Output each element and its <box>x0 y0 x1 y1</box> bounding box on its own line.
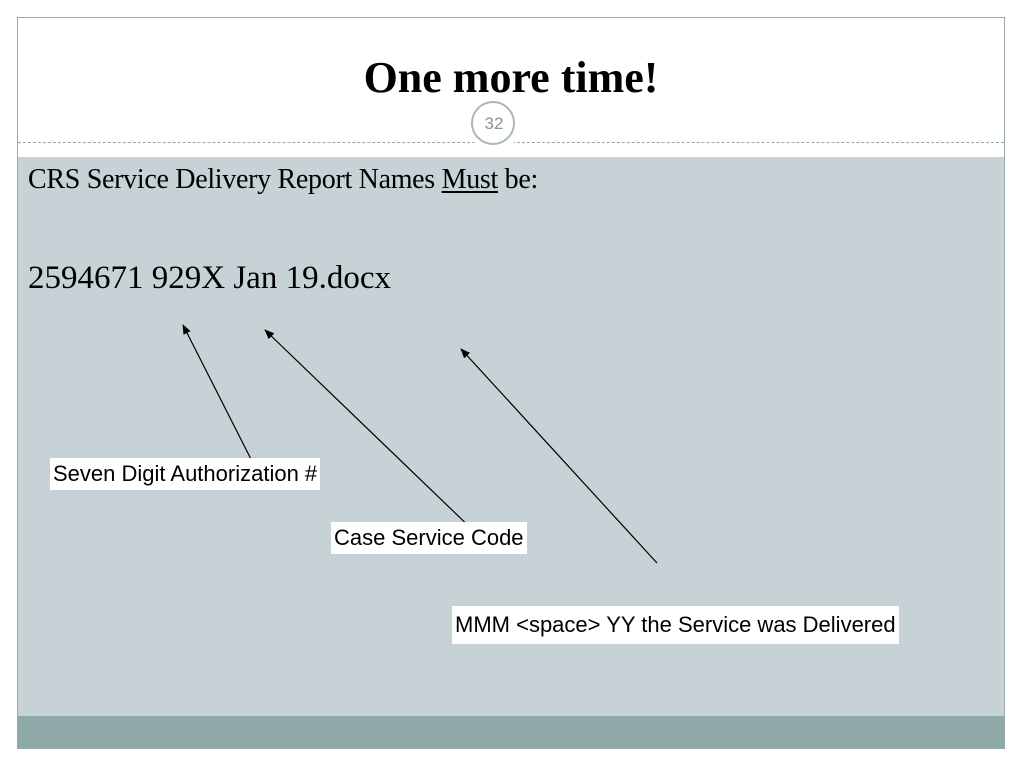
footer-band <box>18 716 1004 748</box>
callout-authorization: Seven Digit Authorization # <box>50 458 321 490</box>
slide-title: One more time! <box>363 53 659 102</box>
report-name-heading: CRS Service Delivery Report Names Must b… <box>28 164 538 196</box>
page-number-badge: 32 <box>467 97 521 151</box>
heading-emphasis-must: Must <box>441 164 499 195</box>
heading-prefix: CRS Service Delivery Report Names <box>28 164 442 195</box>
filename-example: 2594671 929X Jan 19.docx <box>28 260 391 296</box>
page-badge-ring <box>471 101 515 145</box>
page-number: 32 <box>484 114 504 133</box>
heading-suffix: be: <box>497 164 539 195</box>
callout-case-service-code: Case Service Code <box>331 522 527 554</box>
callout-month-year: MMM <space> YY the Service was Delivered <box>452 606 899 644</box>
